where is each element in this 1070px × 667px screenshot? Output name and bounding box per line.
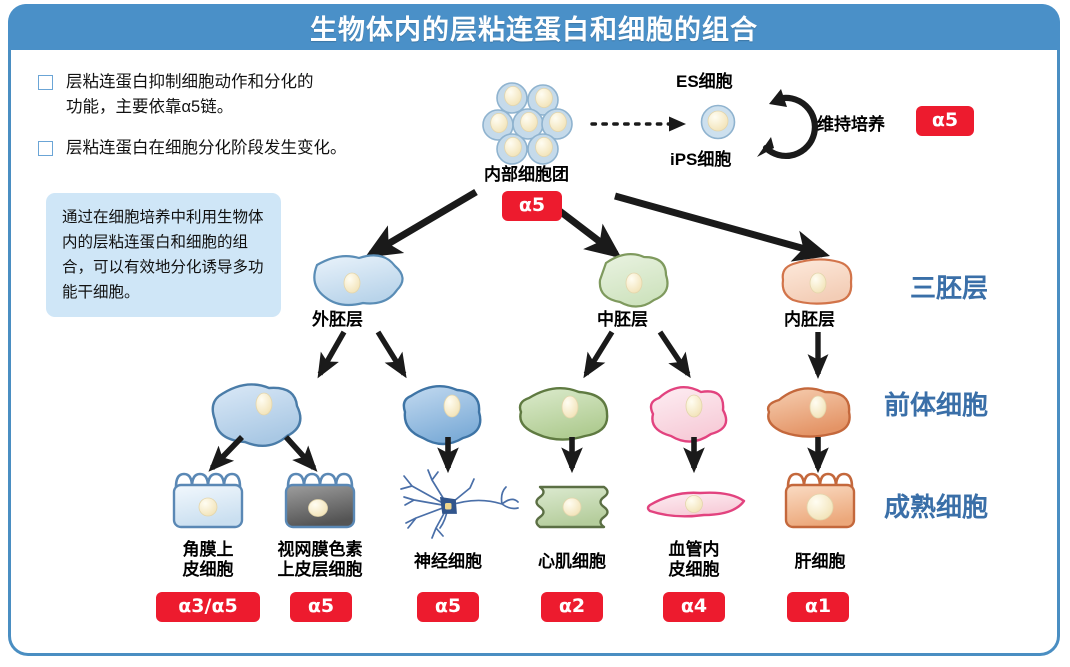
- maintenance-culture-badge: α5: [916, 106, 974, 136]
- ips-cell-label: iPS细胞: [670, 150, 732, 169]
- inner-cell-mass-badge: α5: [502, 191, 562, 221]
- es-cell-label: ES细胞: [676, 72, 733, 91]
- bullet-item: 层粘连蛋白在细胞分化阶段发生变化。: [38, 136, 438, 161]
- mature-cell-badge: α1: [787, 592, 849, 622]
- inner-cell-mass-label: 内部细胞团: [484, 165, 569, 184]
- bullet-item: 层粘连蛋白抑制细胞动作和分化的 功能，主要依靠α5链。: [38, 70, 438, 120]
- germ-layer-label-mesoderm: 中胚层: [597, 310, 648, 329]
- mature-cell-label: 心肌细胞: [538, 552, 606, 571]
- checkbox-icon: [38, 75, 53, 90]
- checkbox-icon: [38, 140, 53, 156]
- diagram-header: 生物体内的层粘连蛋白和细胞的组合: [8, 4, 1060, 50]
- maintenance-culture-label: 维持培养: [817, 115, 885, 134]
- stage-label-three-germ-layers: 三胚层: [910, 273, 989, 303]
- mature-cell-label: 肝细胞: [794, 552, 846, 571]
- mature-cell-label: 血管内 皮细胞: [668, 540, 720, 580]
- stage-label-precursor-cells: 前体细胞: [884, 390, 989, 420]
- bullet-text: 层粘连蛋白抑制细胞动作和分化的 功能，主要依靠α5链。: [66, 73, 314, 116]
- germ-layer-label-ectoderm: 外胚层: [312, 310, 363, 329]
- stage-label-mature-cells: 成熟细胞: [884, 492, 989, 522]
- bullet-list: 层粘连蛋白抑制细胞动作和分化的 功能，主要依靠α5链。 层粘连蛋白在细胞分化阶段…: [38, 70, 438, 176]
- info-box: 通过在细胞培养中利用生物体内的层粘连蛋白和细胞的组合，可以有效地分化诱导多功能干…: [46, 193, 281, 318]
- mature-cell-badge: α4: [663, 592, 725, 622]
- mature-cell-badge: α2: [541, 592, 603, 622]
- mature-cell-label: 神经细胞: [414, 552, 482, 571]
- germ-layer-label-endoderm: 内胚层: [784, 310, 835, 329]
- page-title: 生物体内的层粘连蛋白和细胞的组合: [310, 14, 758, 45]
- bullet-text: 层粘连蛋白在细胞分化阶段发生变化。: [66, 138, 347, 157]
- mature-cell-badge: α5: [417, 592, 479, 622]
- mature-cell-label: 视网膜色素 上皮层细胞: [277, 540, 363, 580]
- mature-cell-label: 角膜上 皮细胞: [182, 540, 234, 580]
- mature-cell-badge: α5: [290, 592, 352, 622]
- mature-cell-badge: α3/α5: [156, 592, 260, 622]
